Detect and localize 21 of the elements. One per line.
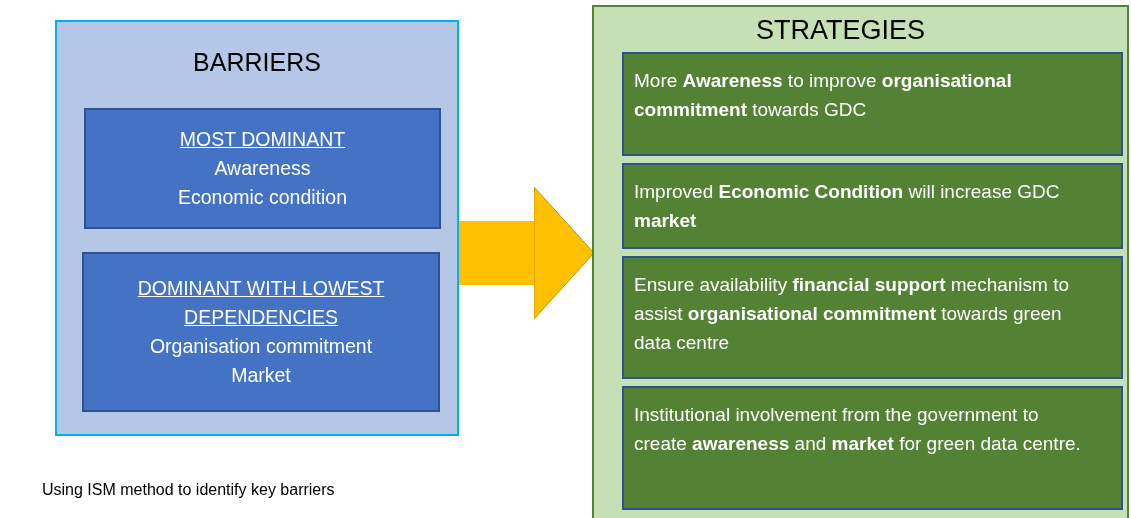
strategy-box xyxy=(622,256,1123,379)
note-text: Using ISM method to identify key barriers xyxy=(42,481,335,499)
strategies-panel xyxy=(592,5,1129,518)
barrier-item: Economic condition xyxy=(177,185,348,210)
strategy-box xyxy=(622,163,1123,249)
strategy-box xyxy=(622,386,1123,510)
barrier-box xyxy=(84,108,441,229)
panel-heading: STRATEGIES xyxy=(756,15,925,46)
strategy-text: Ensure availability financial support mechanism to assist organisational commitment towards green data centre xyxy=(634,273,1071,355)
strategy-text: More Awareness to improve organisational commitment towards GDC xyxy=(634,69,1013,122)
strategy-box xyxy=(622,52,1123,156)
barrier-item: Awareness xyxy=(214,156,311,181)
strategy-text: Improved Economic Condition will increase GDC market xyxy=(634,180,1061,233)
panel-heading: BARRIERS xyxy=(193,48,321,77)
barriers-panel xyxy=(55,20,459,436)
barrier-item: Organisation commitment xyxy=(149,334,373,359)
barrier-box xyxy=(82,252,440,412)
barrier-item: Market xyxy=(231,363,291,388)
group-heading: DOMINANT WITH LOWEST DEPENDENCIES xyxy=(136,276,386,330)
group-heading: MOST DOMINANT xyxy=(179,127,346,152)
strategy-text: Institutional involvement from the government to create awareness and market for green data centre. xyxy=(634,403,1082,456)
